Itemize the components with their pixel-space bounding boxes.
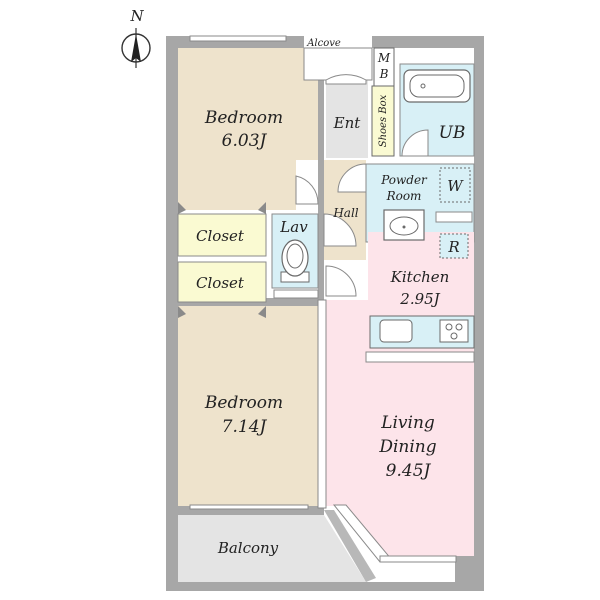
entrance-door — [325, 74, 367, 85]
shoes-box-area — [371, 85, 395, 157]
bedroom-north-door — [295, 175, 319, 205]
hall-label: Hall — [332, 206, 358, 220]
closet-marker — [178, 306, 186, 318]
kitchen-size: 2.95J — [399, 290, 440, 308]
window-bedroom-north — [189, 35, 287, 42]
fridge-space — [439, 233, 469, 259]
meter-box-label-1: M — [377, 51, 391, 65]
closet-upper-label: Closet — [196, 227, 245, 245]
bedroom-south-size: 7.14J — [222, 417, 268, 437]
powder-room-door — [337, 163, 367, 193]
balcony-wall — [178, 505, 324, 515]
bedroom-north-label: Bedroom — [204, 108, 283, 128]
bathtub-inner — [409, 74, 465, 98]
partition-living-bedroom — [317, 299, 327, 509]
powder-room-label-1: Powder — [380, 173, 428, 187]
washbasin-drain — [402, 225, 406, 229]
stove-burner — [445, 323, 453, 331]
living-door — [325, 265, 357, 297]
balcony-area — [178, 515, 366, 582]
lav-shelf — [273, 289, 319, 299]
compass-label: N — [129, 7, 144, 25]
closet-marker — [178, 202, 186, 214]
meter-box-label-2: B — [379, 67, 389, 81]
closet-lower-label: Closet — [196, 274, 245, 292]
stove — [439, 319, 469, 343]
alcove-area — [303, 47, 373, 81]
stove-burner — [455, 323, 463, 331]
window-bedroom-south — [189, 504, 309, 510]
stove-burner — [450, 332, 458, 340]
compass-needle — [131, 34, 141, 62]
living-dining-area — [326, 300, 474, 556]
balcony-label: Balcony — [217, 539, 279, 557]
powder-room-label-2: Room — [386, 189, 422, 203]
living-label-2: Dining — [378, 437, 436, 457]
closet-lower-area — [177, 261, 267, 303]
closet-marker — [258, 306, 266, 318]
shoes-box-label: Shoes Box — [378, 94, 389, 147]
bedroom-north-size: 6.03J — [222, 131, 268, 151]
kitchen-label: Kitchen — [390, 268, 450, 286]
bathtub-drain — [420, 83, 426, 89]
south-wall — [166, 582, 456, 591]
east-wall-upper — [474, 36, 484, 556]
alcove-label: Alcove — [306, 38, 341, 49]
toilet-seat — [286, 243, 304, 269]
living-label-1: Living — [380, 413, 435, 433]
fridge-label: R — [447, 238, 459, 256]
north-compass: N — [121, 7, 151, 68]
north-wall-east — [372, 36, 484, 48]
living-window-south — [379, 555, 457, 563]
bedroom-south-label: Bedroom — [204, 393, 283, 413]
kitchen-ledge — [365, 351, 475, 363]
lavatory-door — [323, 213, 357, 247]
bedroom-north-area — [178, 48, 296, 210]
entrance-area — [326, 80, 368, 158]
washer-label: W — [447, 177, 464, 195]
ub-door — [401, 129, 429, 157]
powder-shelf — [435, 211, 473, 223]
closet-marker — [258, 202, 266, 214]
kitchen-sink — [379, 319, 413, 343]
entrance-label: Ent — [333, 114, 362, 132]
bedroom-wall-east — [318, 48, 324, 508]
living-size: 9.45J — [386, 461, 432, 481]
bedroom-south-area — [178, 306, 318, 506]
balcony-railing — [324, 510, 376, 582]
unit-bath-label: UB — [439, 123, 466, 143]
lavatory-label: Lav — [279, 218, 308, 236]
closet-upper-area — [177, 213, 267, 257]
west-wall — [166, 36, 178, 591]
